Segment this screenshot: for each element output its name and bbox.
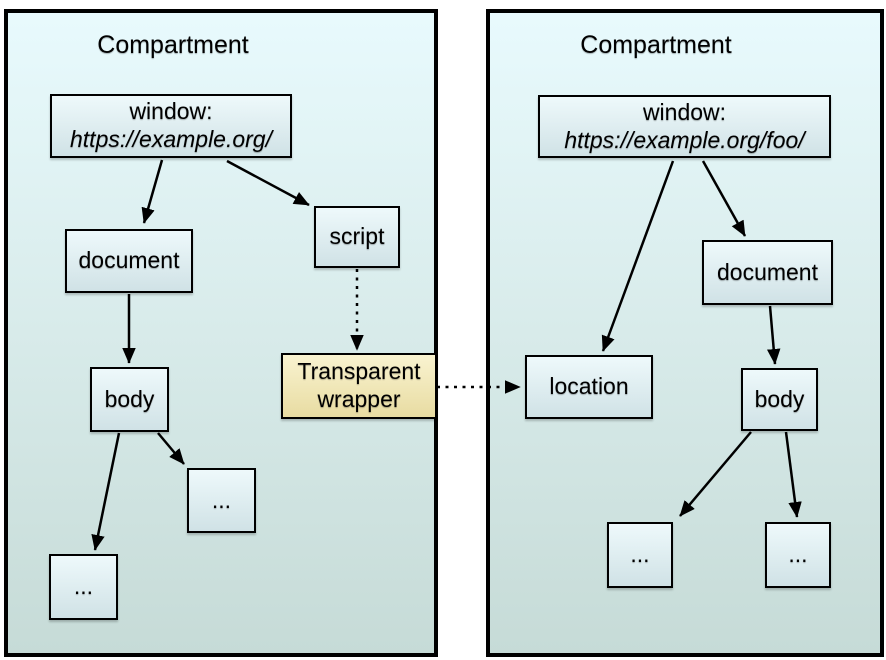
node-transparent-wrapper-line2: wrapper	[317, 386, 401, 412]
node-script: script	[314, 206, 400, 268]
node-location: location	[525, 355, 653, 419]
node-window-left-url: https://example.org/	[70, 126, 272, 152]
node-window-left: window: https://example.org/	[50, 94, 292, 158]
node-window-right-label: window:	[642, 98, 727, 125]
compartment-left-title: Compartment	[97, 31, 249, 59]
node-ellipsis-right-1: ...	[607, 522, 673, 588]
node-ellipsis-left-2: ...	[49, 554, 118, 620]
node-window-right-url: https://example.org/foo/	[564, 126, 805, 153]
node-window-right: window: https://example.org/foo/	[538, 95, 831, 158]
node-ellipsis-right-2-label: ...	[788, 541, 808, 568]
node-ellipsis-right-2: ...	[765, 522, 831, 588]
node-body-right: body	[741, 368, 818, 431]
node-document-left-label: document	[78, 247, 180, 274]
node-transparent-wrapper-line1: Transparent	[297, 358, 421, 385]
node-script-label: script	[329, 223, 385, 250]
node-transparent-wrapper: Transparent wrapper	[281, 353, 437, 419]
node-document-right-label: document	[716, 258, 818, 285]
node-ellipsis-left-2-label: ...	[73, 573, 94, 600]
node-window-left-label: window:	[129, 98, 213, 125]
node-body-left-label: body	[104, 385, 155, 412]
node-document-right: document	[702, 240, 833, 305]
node-ellipsis-right-1-label: ...	[630, 541, 650, 568]
node-ellipsis-left-1: ...	[187, 468, 256, 533]
node-ellipsis-left-1-label: ...	[211, 486, 232, 513]
compartment-right-title: Compartment	[580, 31, 732, 59]
node-location-label: location	[549, 373, 629, 400]
node-body-right-label: body	[754, 385, 805, 412]
node-body-left: body	[90, 367, 169, 432]
node-document-left: document	[65, 229, 193, 293]
